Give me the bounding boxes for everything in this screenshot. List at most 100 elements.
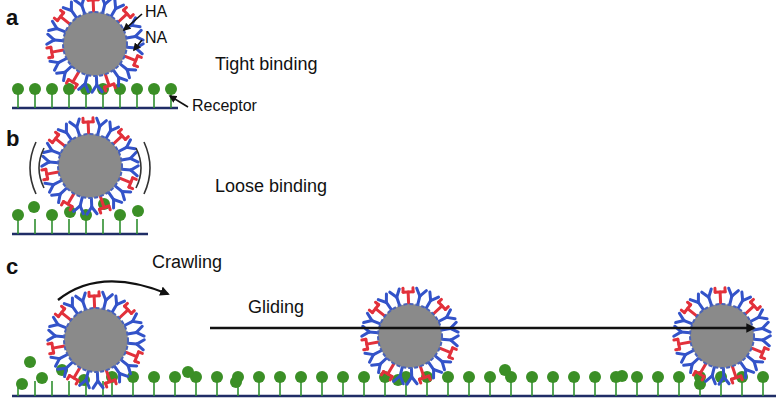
na-spike: [674, 339, 691, 350]
receptor-stalk: [762, 381, 764, 396]
ha-spike: [58, 362, 73, 377]
receptor-head: [46, 83, 58, 95]
ha-spike: [365, 351, 382, 363]
vibration-arc: [136, 148, 141, 188]
ha-spike: [50, 317, 67, 328]
receptor-stalk: [51, 93, 53, 108]
na-spike: [681, 302, 697, 316]
receptor-head: [295, 371, 307, 383]
released-receptor-head: [616, 370, 628, 382]
panel-letter: a: [6, 5, 18, 30]
na-spike: [118, 7, 133, 22]
ha-spike: [121, 152, 138, 162]
ha-spike: [103, 292, 113, 309]
ha-spike: [426, 292, 438, 308]
ha-spike: [751, 310, 768, 322]
receptor-stalk: [34, 381, 36, 396]
receptor-stalk: [447, 381, 449, 396]
receptor-stalk: [678, 381, 680, 396]
receptor-stalk: [342, 381, 344, 396]
receptor-head: [29, 83, 41, 95]
ha-spike: [51, 355, 68, 367]
ha-spike: [119, 140, 136, 152]
receptor-stalk: [300, 381, 302, 396]
ha-spike: [79, 75, 89, 92]
receptor-head: [631, 371, 643, 383]
ha-spike: [676, 313, 693, 324]
na-spike: [54, 10, 70, 24]
receptor-stalk: [34, 93, 36, 108]
ha-spike: [364, 313, 381, 324]
na-spike: [381, 364, 393, 380]
receptor-stalk: [321, 381, 323, 396]
receptor-head: [757, 371, 769, 383]
na-spike: [419, 366, 430, 383]
ha-spike: [121, 360, 137, 374]
leader-arrow: [170, 96, 188, 107]
receptor-head: [568, 371, 580, 383]
receptor-stalk: [363, 381, 365, 396]
crawling-arrow: [58, 281, 168, 300]
panel-letter: c: [6, 254, 18, 279]
receptor-head: [316, 371, 328, 383]
released-receptor-head: [24, 356, 36, 368]
leader-arrow: [134, 40, 142, 50]
receptor-stalk: [594, 381, 596, 396]
receptor-head: [148, 83, 160, 95]
ha-spike: [42, 156, 58, 166]
ha-spike: [372, 358, 387, 373]
ha-spike: [738, 292, 750, 308]
receptor-stalk: [195, 381, 197, 396]
released-receptor-head: [694, 378, 706, 390]
released-receptor-head: [392, 374, 404, 386]
cell-surface: [12, 233, 148, 236]
panel-caption: Loose binding: [215, 176, 327, 196]
na-spike: [403, 288, 413, 304]
na-spike: [105, 370, 116, 387]
ha-spike: [729, 288, 739, 305]
ha-spike: [44, 143, 61, 154]
na-spike: [693, 364, 705, 380]
ha-spike: [45, 181, 62, 193]
ha-spike: [706, 367, 716, 384]
released-receptor-head: [182, 366, 194, 378]
motion-label: Crawling: [152, 252, 222, 272]
label-holder: Receptor: [192, 97, 257, 115]
ha-spike: [47, 34, 63, 44]
receptor-stalk: [102, 93, 104, 108]
label-holder: c: [6, 254, 18, 279]
receptor-stalk: [636, 381, 638, 396]
ha-spike: [58, 124, 71, 140]
receptor-stalk: [426, 381, 428, 396]
ha-spike: [63, 2, 76, 18]
na-spike: [89, 292, 99, 308]
ha-spike: [87, 198, 97, 214]
receptor-stalk: [68, 381, 70, 396]
ha-spike: [75, 0, 85, 14]
receptor-stalk: [119, 93, 121, 108]
na-spike: [440, 348, 457, 359]
virus-layer: [42, 0, 771, 388]
ha-spike: [93, 372, 103, 388]
receptor-head: [211, 371, 223, 383]
label-holder: Tight binding: [215, 54, 317, 75]
receptor-stalk: [51, 381, 53, 396]
receptor-stalk: [384, 381, 386, 396]
receptor-stalk: [174, 381, 176, 396]
receptor-stalk: [573, 381, 575, 396]
ha-spike: [127, 326, 144, 336]
na-spike: [48, 343, 65, 354]
receptor-stalk: [552, 381, 554, 396]
receptor-stalk: [68, 219, 70, 234]
receptor-head: [106, 371, 118, 383]
receptor-stalk: [17, 219, 19, 234]
virus-particle: [42, 118, 139, 214]
ha-spike: [64, 298, 77, 314]
receptor-stalk: [615, 381, 617, 396]
na-spike: [66, 72, 78, 88]
ha-spike: [106, 122, 118, 138]
virus-particle: [48, 292, 145, 388]
na-spike: [49, 132, 65, 146]
